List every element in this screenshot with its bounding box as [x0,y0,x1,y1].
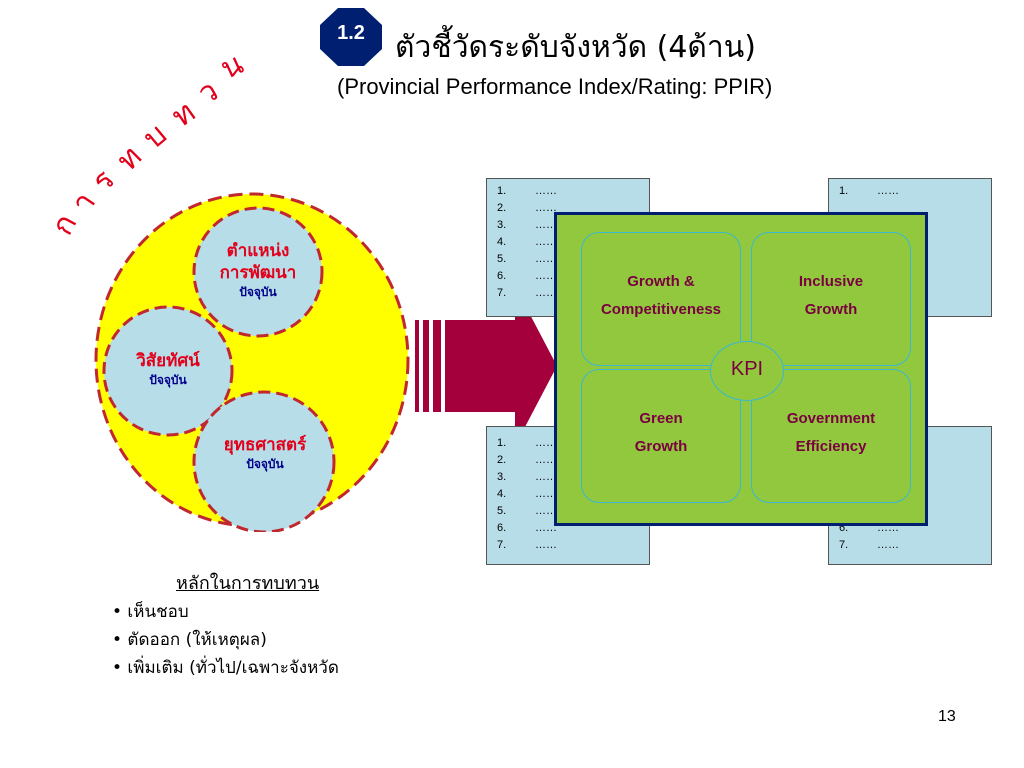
arc-char: ว [192,73,225,112]
slide-subtitle: (Provincial Performance Index/Rating: PP… [337,74,773,99]
review-circle-diagram [94,192,410,532]
circle-vision [102,305,234,437]
arc-char: ท [165,94,202,135]
principles-title: หลักในการทบทวน [176,573,320,594]
arc-char: น [215,46,249,87]
circle-position [192,206,324,338]
arc-char: ท [110,139,149,179]
circle-strategy [192,390,336,532]
quadrant-inclusive-growth [751,232,911,366]
circle-label-position: ตำแหน่ง การพัฒนา ปัจจุบัน [219,241,297,299]
badge-octagon [320,8,382,66]
page-number: 13 [938,708,956,725]
principle-item: • ตัดออก (ให้เหตุผล) [112,630,267,650]
slide-title: ตัวชี้วัดระดับจังหวัด (4ด้าน) [395,30,756,65]
circle-label-strategy: ยุทธศาสตร์ ปัจจุบัน [223,435,307,471]
quadrant-growth-competitiveness [581,232,741,366]
arrow-right [415,286,557,446]
quadrant-label: Growth &Competitiveness [600,273,722,318]
quadrant-green-growth [581,369,741,503]
circle-label-vision: วิสัยทัศน์ ปัจจุบัน [136,351,200,387]
quadrant-government-efficiency [751,369,911,503]
kpi-label: KPI [730,358,764,380]
kpi-center-circle [710,341,784,401]
arc-char: บ [136,117,174,157]
badge-label: 1.2 [337,22,365,44]
arc-char: ก [44,208,85,242]
principle-item: • เพิ่มเติม (ทั่วไป/เฉพาะจังหวัด [112,658,339,678]
principle-item: • เห็นชอบ [112,602,189,622]
